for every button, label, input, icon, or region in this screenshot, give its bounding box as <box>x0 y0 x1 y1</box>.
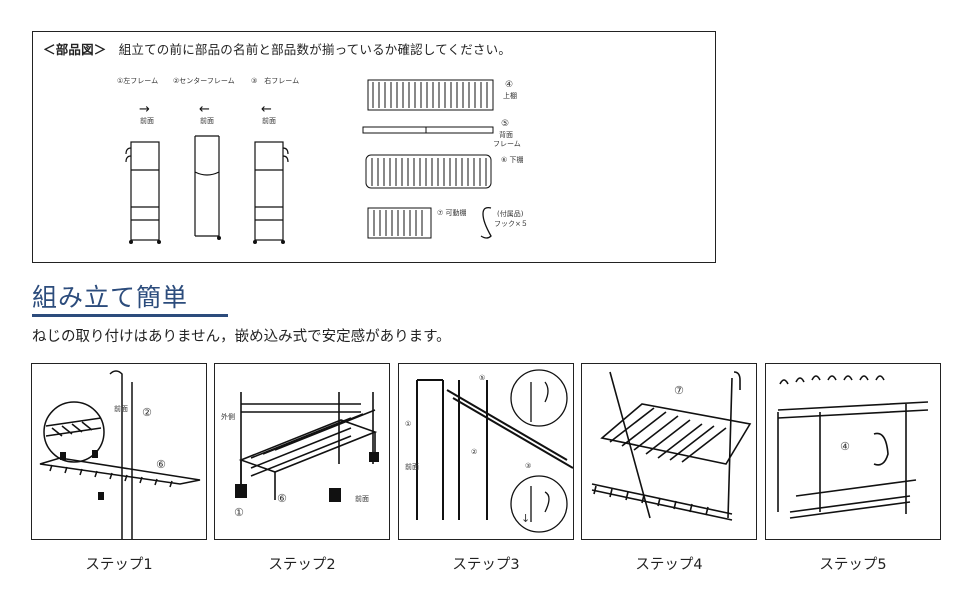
step1-image: 前面 ② ⑥ <box>31 363 207 540</box>
step3-down-arrow-icon: ↓ <box>521 512 531 525</box>
accessory-label-2: フック×５ <box>494 220 528 228</box>
step3-label: ステップ3 <box>452 557 520 573</box>
item4-label: 上棚 <box>503 92 517 100</box>
step2-front-label: 前面 <box>355 495 369 503</box>
step3-front-label: 前面 <box>405 463 419 471</box>
step2-num-1: ① <box>234 506 244 519</box>
arrow-left-icon: ← <box>199 102 210 117</box>
item5-label-1: 背面 <box>499 131 513 139</box>
step3-num-2: ② <box>471 448 478 456</box>
step1-label: ステップ1 <box>85 557 153 573</box>
front-label-1: 前面 <box>140 117 154 125</box>
arrow-right-icon: → <box>139 102 150 117</box>
step1-front-label: 前面 <box>114 405 128 413</box>
step4-image: ⑦ <box>581 363 757 540</box>
section-title: 組み立て簡単 <box>32 283 189 312</box>
item7-label: ⑦ 可動棚 <box>437 209 467 217</box>
step2-label: ステップ2 <box>268 557 336 573</box>
step5-num-4: ④ <box>840 440 850 453</box>
step3-num-1: ① <box>405 420 412 428</box>
step5-image: ④ <box>765 363 941 540</box>
front-label-2: 前面 <box>200 117 214 125</box>
frame-label-left: ①左フレーム <box>117 77 159 85</box>
step2-image: 外側 ① ⑥ 前面 <box>214 363 390 540</box>
parts-heading-bracket: ＜部品図＞ <box>43 42 107 57</box>
step2-outside-label: 外側 <box>221 413 235 421</box>
step3-num-3: ③ <box>525 462 532 470</box>
item5-number: ⑤ <box>501 119 510 129</box>
shelves-drawing <box>362 79 494 239</box>
lead-text: ねじの取り付けはありません，嵌め込み式で安定感があります。 <box>32 329 451 345</box>
step3-image: ⑤ ① ② ③ 前面 ↓ <box>398 363 574 540</box>
frames-drawing <box>125 135 289 244</box>
step4-num-7: ⑦ <box>674 384 684 397</box>
step5-label: ステップ5 <box>819 557 887 573</box>
title-underline <box>32 314 228 317</box>
step1-num-2: ② <box>142 406 152 419</box>
parts-diagram-box: ＜部品図＞ 組立ての前に部品の名前と部品数が揃っているか確認してください。 ①左… <box>32 31 716 263</box>
frame-label-center: ②センターフレーム <box>173 77 235 85</box>
front-label-3: 前面 <box>262 117 276 125</box>
frame-label-right: ③ 右フレーム <box>251 77 300 85</box>
item4-number: ④ <box>505 80 514 90</box>
step2-num-6: ⑥ <box>277 492 287 505</box>
step3-num-5: ⑤ <box>479 374 486 382</box>
step4-label: ステップ4 <box>635 557 703 573</box>
arrow-left-icon: ← <box>261 102 272 117</box>
hook-icon <box>480 206 492 239</box>
parts-heading-text: 組立ての前に部品の名前と部品数が揃っているか確認してください。 <box>118 42 512 57</box>
accessory-label-1: (付属品) <box>497 210 524 218</box>
step1-num-6: ⑥ <box>156 458 166 471</box>
item6-label: ⑥ 下棚 <box>501 156 524 164</box>
parts-heading: ＜部品図＞ 組立ての前に部品の名前と部品数が揃っているか確認してください。 <box>43 39 511 58</box>
item5-label-2: フレーム <box>493 140 521 148</box>
